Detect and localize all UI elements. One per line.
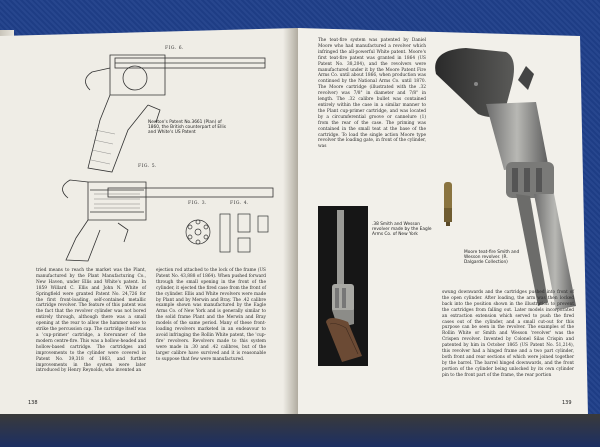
body-text-column: ejection rod attached to the lock of the… xyxy=(156,268,266,362)
figure-label: FIG. 3. xyxy=(188,201,207,206)
patent-drawing-fig5 xyxy=(62,179,274,262)
body-text-column: tried means to reach the market was the … xyxy=(36,268,146,374)
cartridge-photo xyxy=(444,182,452,226)
patent-drawing-details xyxy=(185,213,269,253)
body-text-column: swung downwards and the cartridges pushe… xyxy=(442,290,574,378)
revolver-photo-frame xyxy=(318,206,368,366)
left-page: FIG. 6. Newton's Patent No.3661 (Plan) o… xyxy=(0,28,298,416)
table-shadow xyxy=(0,414,600,447)
figure-caption: .38 Smith and Wesson revolver made by th… xyxy=(372,222,432,238)
figure-label: FIG. 4. xyxy=(230,201,249,206)
figure-label: FIG. 5. xyxy=(138,164,157,169)
figure-caption: Newton's Patent No.3661 (Plan) of 1860, … xyxy=(148,120,226,136)
figure-caption: Moore teat-fire Smith and Wesson revolve… xyxy=(464,250,520,266)
figure-label: FIG. 6. xyxy=(165,46,184,51)
patent-drawing-fig6 xyxy=(85,54,266,173)
revolver-photo-moore xyxy=(435,48,576,310)
page-number: 139 xyxy=(562,400,572,406)
body-text-column: The teat-fire system was patented by Dan… xyxy=(318,38,426,150)
page-number: 138 xyxy=(28,400,38,406)
right-page: The teat-fire system was patented by Dan… xyxy=(298,28,588,416)
revolver-photo-smith-wesson xyxy=(326,210,362,362)
